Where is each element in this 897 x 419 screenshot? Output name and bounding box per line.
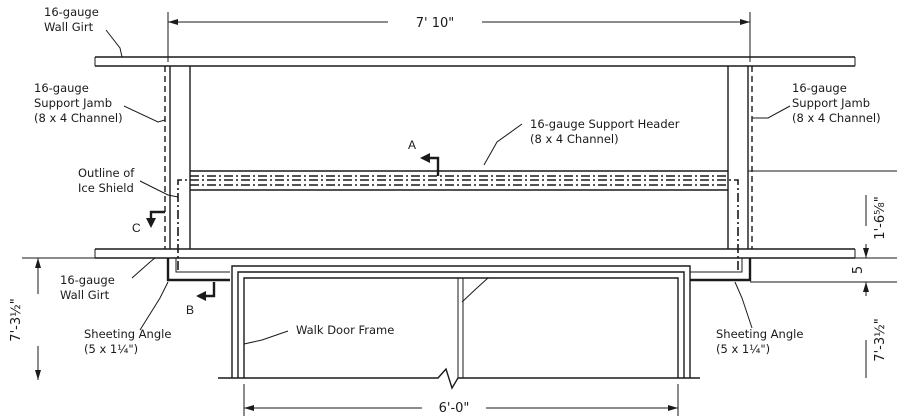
- svg-text:(5 x 1¼"): (5 x 1¼"): [716, 342, 770, 356]
- svg-text:Ice Shield: Ice Shield: [78, 181, 134, 195]
- svg-text:16-gauge Support Header: 16-gauge Support Header: [530, 117, 680, 131]
- section-mark-a-label: A: [408, 138, 416, 152]
- dimension-right-small-label: 5: [851, 266, 866, 274]
- callout-top-girt: 16-gauge Wall Girt: [44, 5, 99, 34]
- svg-text:(8 x 4 Channel): (8 x 4 Channel): [530, 132, 619, 146]
- section-mark-b: [196, 282, 216, 301]
- svg-text:Wall Girt: Wall Girt: [60, 288, 110, 302]
- svg-text:Outline of: Outline of: [78, 166, 135, 180]
- leader-lines: [105, 29, 791, 345]
- svg-text:Wall Girt: Wall Girt: [44, 20, 94, 34]
- walk-door-frame: [218, 265, 700, 390]
- support-header: [190, 170, 897, 191]
- dimension-right-height-lower-label: 7'-3½": [873, 318, 888, 361]
- svg-text:(8 x 4 Channel): (8 x 4 Channel): [34, 111, 123, 125]
- dimension-right-side: [750, 195, 897, 378]
- dimension-right-height-upper-label: 1'-6⅝": [873, 196, 888, 239]
- section-mark-b-label: B: [186, 303, 194, 317]
- callout-support-header: 16-gauge Support Header (8 x 4 Channel): [530, 117, 680, 146]
- callout-right-jamb: 16-gauge Support Jamb (8 x 4 Channel): [792, 81, 881, 125]
- callout-left-jamb: 16-gauge Support Jamb (8 x 4 Channel): [34, 81, 123, 125]
- svg-text:(5 x 1¼"): (5 x 1¼"): [84, 342, 138, 356]
- dimension-door-width: [243, 384, 679, 416]
- right-support-jamb: [727, 66, 753, 249]
- svg-text:Sheeting Angle: Sheeting Angle: [84, 327, 171, 341]
- top-wall-girt: [94, 56, 856, 67]
- svg-text:16-gauge: 16-gauge: [34, 81, 89, 95]
- svg-text:Sheeting Angle: Sheeting Angle: [716, 327, 803, 341]
- svg-text:Support Jamb: Support Jamb: [792, 96, 870, 110]
- dimension-overall-width: [167, 12, 751, 62]
- section-mark-c: [146, 210, 165, 228]
- svg-text:16-gauge: 16-gauge: [44, 5, 99, 19]
- dimension-left-height-label: 7'-3½": [9, 298, 24, 341]
- right-sheeting-angle: [690, 258, 752, 282]
- svg-text:(8 x 4 Channel): (8 x 4 Channel): [792, 111, 881, 125]
- section-mark-c-label: C: [132, 221, 141, 235]
- callout-walk-door-frame: Walk Door Frame: [296, 323, 394, 337]
- svg-text:16-gauge: 16-gauge: [792, 81, 847, 95]
- callout-lower-girt: 16-gauge Wall Girt: [60, 273, 115, 302]
- callout-ice-shield: Outline of Ice Shield: [78, 166, 135, 195]
- section-mark-a: [420, 153, 440, 176]
- dimension-door-width-label: 6'-0": [439, 401, 470, 416]
- svg-text:Support Jamb: Support Jamb: [34, 96, 112, 110]
- left-support-jamb: [164, 66, 191, 249]
- ice-shield-outline: [177, 179, 739, 272]
- callout-right-sheeting-angle: Sheeting Angle (5 x 1¼"): [716, 327, 803, 356]
- callout-left-sheeting-angle: Sheeting Angle (5 x 1¼"): [84, 327, 171, 356]
- dimension-overall-width-label: 7' 10": [416, 16, 455, 31]
- left-sheeting-angle: [166, 258, 230, 282]
- lower-wall-girt: [94, 248, 856, 259]
- dimension-left-height: [22, 257, 95, 380]
- svg-text:16-gauge: 16-gauge: [60, 273, 115, 287]
